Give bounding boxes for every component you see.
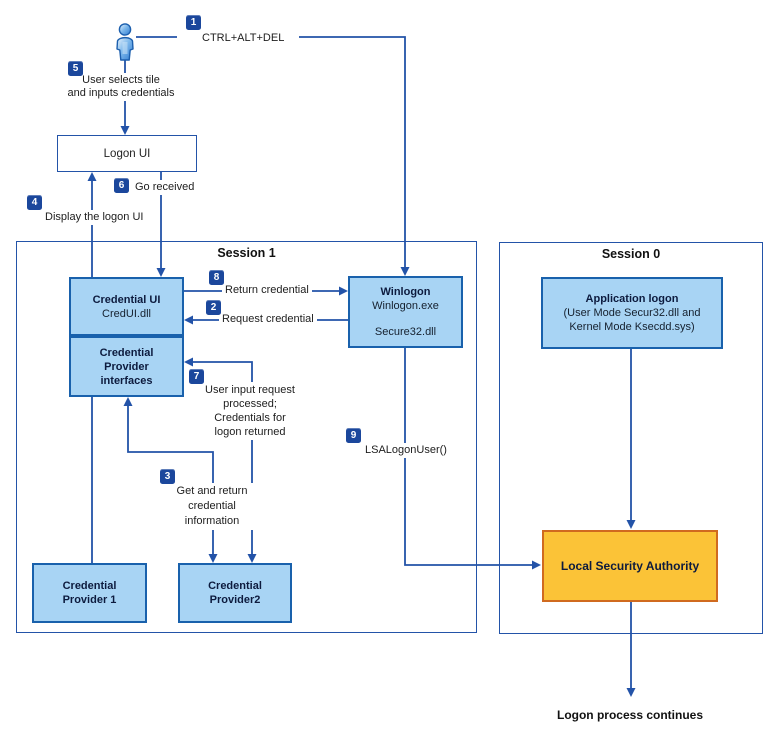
node-winlogon: Winlogon Winlogon.exe Secure32.dll xyxy=(348,276,463,348)
node-subtitle: CredUI.dll xyxy=(102,307,151,320)
connector-logon-continues xyxy=(626,602,636,697)
node-line: Secure32.dll xyxy=(374,326,437,338)
label-lsalogonuser: LSALogonUser() xyxy=(362,443,450,458)
label-get-return-credential: Get and return credential information xyxy=(166,483,258,530)
node-credential-provider-1: Credential Provider 1 xyxy=(32,563,147,623)
connector-ctrl-alt-del xyxy=(136,36,410,276)
connector-app-logon-to-lsa xyxy=(626,349,636,529)
step-badge-6: 6 xyxy=(114,178,129,193)
label-ctrl-alt-del: CTRL+ALT+DEL xyxy=(199,31,288,46)
node-title: Credential Provider interfaces xyxy=(99,346,154,387)
label-line: processed; xyxy=(223,398,277,410)
node-local-security-authority: Local Security Authority xyxy=(542,530,718,602)
step-badge-7: 7 xyxy=(189,369,204,384)
step-badge-5: 5 xyxy=(68,61,83,76)
session-1-title: Session 1 xyxy=(217,246,276,260)
step-badge-1: 1 xyxy=(186,15,201,30)
label-line: and inputs credentials xyxy=(67,87,175,99)
label-line: Credentials for xyxy=(214,412,286,424)
node-title: Winlogon xyxy=(380,286,431,298)
label-go-received: Go received xyxy=(132,180,198,195)
label-line: information xyxy=(184,515,240,527)
label-line: User selects tile xyxy=(82,74,160,86)
user-icon xyxy=(116,23,134,61)
step-badge-9: 9 xyxy=(346,428,361,443)
session-1-container xyxy=(16,241,477,633)
label-request-credential: Request credential xyxy=(219,312,317,327)
step-badge-8: 8 xyxy=(209,270,224,285)
label-user-input-processed: User input request processed; Credential… xyxy=(195,382,305,440)
step-badge-3: 3 xyxy=(160,469,175,484)
label-display-logon-ui: Display the logon UI xyxy=(42,210,147,225)
label-line: credential xyxy=(188,500,236,512)
node-credential-provider-interfaces: Credential Provider interfaces xyxy=(69,336,184,397)
connector-lsalogonuser xyxy=(404,348,541,570)
session-0-title: Session 0 xyxy=(601,247,661,261)
node-line: Kernel Mode Ksecdd.sys) xyxy=(569,321,695,333)
label-line: Get and return xyxy=(176,485,248,497)
label-return-credential: Return credential xyxy=(222,283,312,298)
node-title: Credential xyxy=(62,580,117,592)
node-logon-ui: Logon UI xyxy=(57,135,197,172)
label-line: User input request xyxy=(205,384,295,396)
label-logon-process-continues: Logon process continues xyxy=(556,708,703,722)
node-title: Logon UI xyxy=(103,147,151,160)
label-user-selects-tile: User selects tile and inputs credentials xyxy=(64,73,178,101)
node-application-logon: Application logon (User Mode Secur32.dll… xyxy=(541,277,723,349)
node-title: Application logon xyxy=(585,293,679,305)
label-line: logon returned xyxy=(214,426,286,438)
step-badge-4: 4 xyxy=(27,195,42,210)
node-title: Provider 1 xyxy=(62,594,117,606)
node-line: Winlogon.exe xyxy=(372,300,439,312)
node-title: Credential xyxy=(208,580,262,592)
node-credential-provider-2: Credential Provider2 xyxy=(178,563,292,623)
node-title: Credential UI xyxy=(92,293,161,306)
node-credential-ui: Credential UI CredUI.dll xyxy=(69,277,184,336)
node-title: Provider2 xyxy=(209,594,261,606)
step-badge-2: 2 xyxy=(206,300,221,315)
node-line: (User Mode Secur32.dll and xyxy=(563,307,701,319)
node-title: Local Security Authority xyxy=(560,559,700,573)
